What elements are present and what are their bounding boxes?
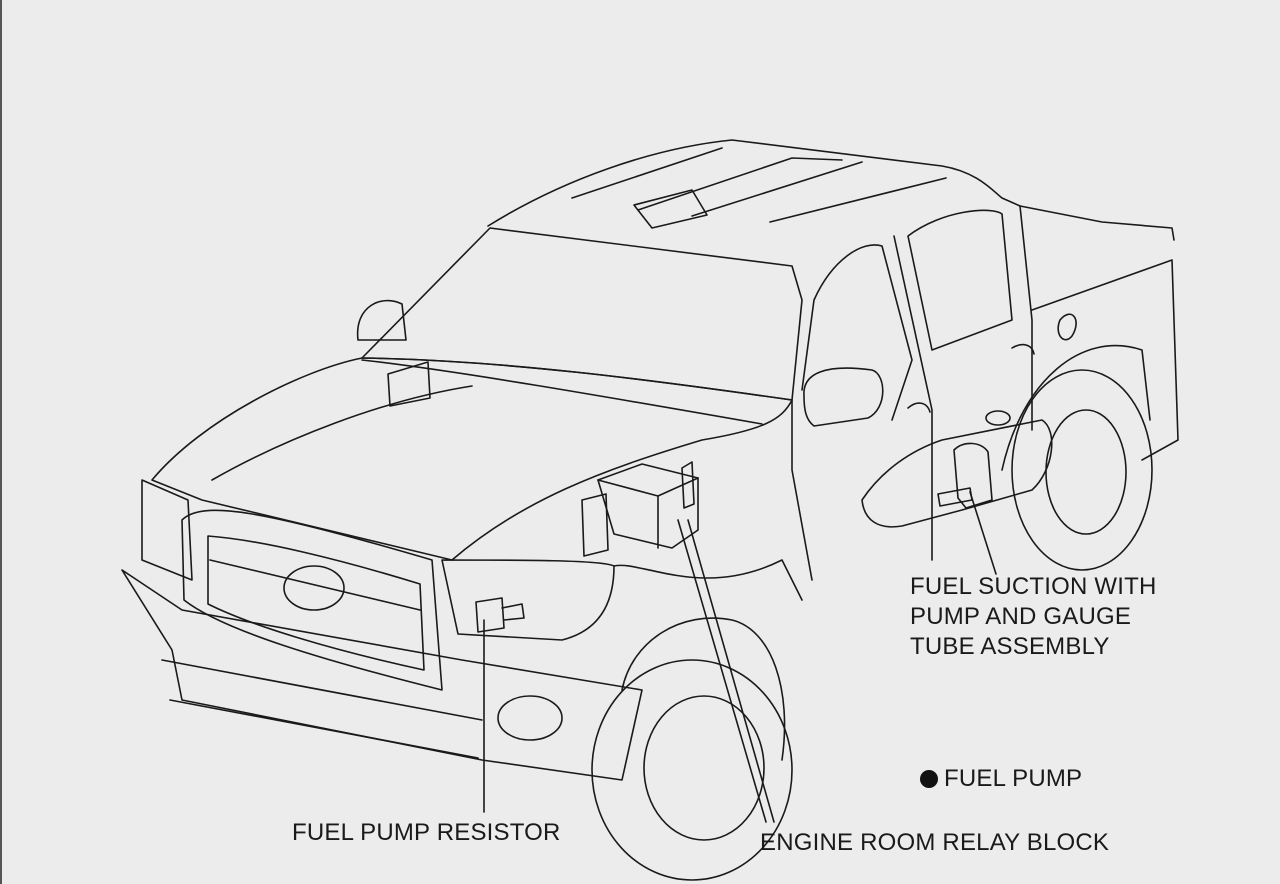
rear-fender [1001,344,1151,471]
fuel-pump-float [937,487,973,507]
front-fender [613,559,803,601]
front-bumper [121,569,643,781]
door-handle-front [907,402,931,413]
headlight-left [141,479,193,581]
grille-bar [209,559,421,611]
fuel-pump-label: FUEL PUMP [944,765,1083,792]
rear-wheel-rim [1045,409,1127,535]
bumper-air-dam [169,699,479,759]
leader-relay-block-1 [677,519,767,823]
roof-sunroof [633,189,708,229]
relay-block-tab [681,461,695,509]
door-handle-rear [1011,343,1035,355]
front-wheel-arch [621,617,786,761]
fuel-pump-resistor [475,597,505,633]
front-door-edge [791,399,813,581]
fuel-pump-legend: FUEL PUMP [920,764,1082,794]
fog-light [497,695,563,741]
roof-rack-rail-4 [769,177,947,223]
truck-roof [487,139,1021,227]
bullet-icon [920,770,938,788]
truck-bed-side [1031,259,1179,461]
grille-frame [181,509,443,691]
fuel-suction-label-line-1: FUEL SUCTION WITH [910,573,1157,600]
fuel-suction-label-line-2: PUMP AND GAUGE [910,603,1132,630]
b-pillar [893,235,933,561]
leader-relay-block-2 [687,519,775,823]
relay-block-bracket [581,493,609,557]
fuel-door [1057,313,1077,341]
hood [151,357,793,561]
fuel-pump-resistor-terminal [501,603,525,621]
fuel-suction-label-line-3: TUBE ASSEMBLY [910,633,1110,660]
cab-side [1019,205,1033,431]
front-side-window [801,244,913,421]
front-wheel-rim [643,695,765,841]
roof-rack-rail-3 [691,161,863,217]
front-wheel [591,659,793,881]
rear-wheel [1011,369,1153,571]
bumper-lower [161,659,483,721]
fuel-pump-module [953,442,993,509]
fuel-pump-resistor-label: FUEL PUMP RESISTOR [292,819,561,846]
hood-scoop [387,361,431,407]
hood-crease [361,359,763,425]
grille-emblem [283,565,345,611]
fuel-tank [861,419,1053,528]
right-mirror [803,367,884,427]
engine-room-relay-block-label: ENGINE ROOM RELAY BLOCK [760,829,1110,856]
roof-rack-rail-1 [571,147,723,199]
roof-rack-rail-2 [637,157,843,211]
fuel-tank-cap [985,410,1011,426]
leader-fuel-suction [969,491,997,575]
fuel-suction-label: FUEL SUCTION WITH PUMP AND GAUGE TUBE AS… [910,572,1190,662]
headlight-right [441,559,615,641]
rear-side-window [907,209,1013,351]
relay-block [597,463,699,549]
truck-bed-top [1019,205,1175,241]
hood-bulge [211,385,473,481]
left-mirror [356,299,407,341]
